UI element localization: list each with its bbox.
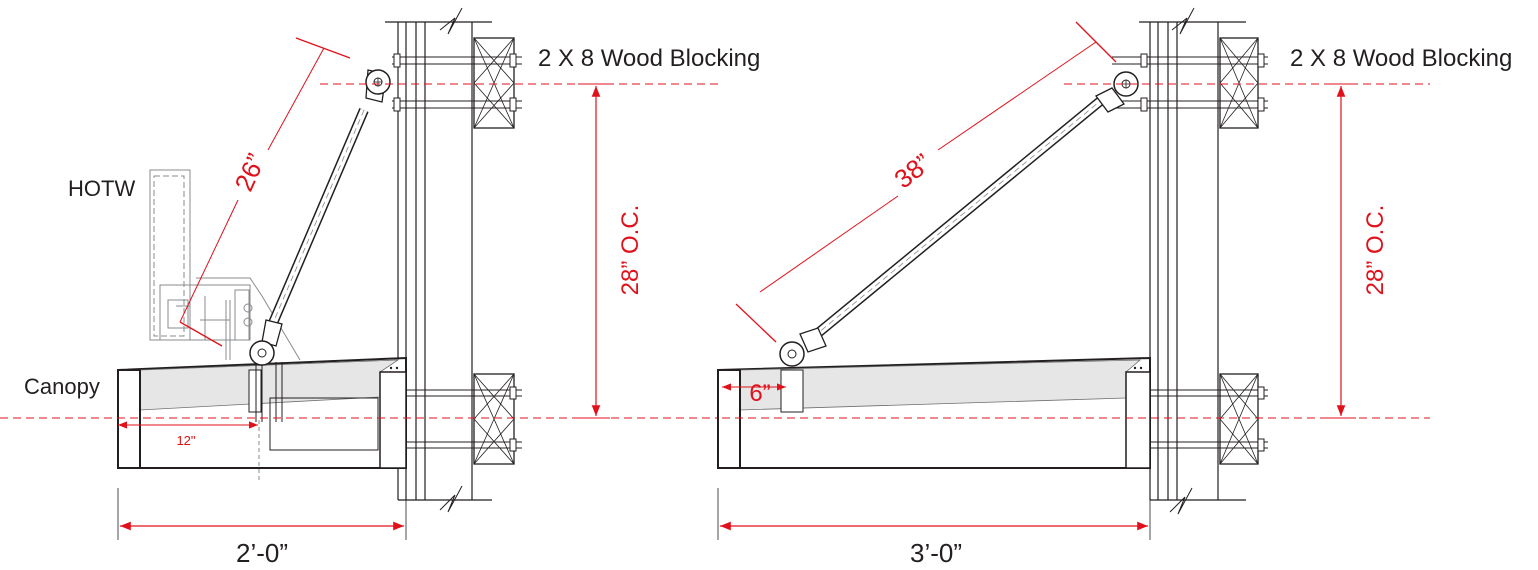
right-wall [1139, 7, 1246, 515]
right-blocking-label: 2 X 8 Wood Blocking [1290, 45, 1512, 72]
left-canopy-label: Canopy [24, 374, 100, 399]
right-spacing-label: 28” O.C. [1362, 205, 1389, 296]
left-spacing-label: 28” O.C. [617, 205, 644, 296]
left-projection-dimension [117, 488, 407, 540]
left-dimensions [0, 37, 720, 429]
left-offset-label: 12" [176, 433, 195, 448]
right-view: 2 X 8 Wood Blocking 38” 28” O.C. 6” 3’-0… [717, 7, 1512, 568]
left-projection-label: 2’-0” [236, 538, 288, 568]
right-support-arm [779, 71, 1139, 367]
left-hotw-label: HOTW [68, 176, 135, 201]
left-blocking-label: 2 X 8 Wood Blocking [538, 45, 760, 72]
left-arm-length-label: 26” [228, 149, 271, 196]
left-support-arm [249, 69, 391, 366]
left-through-bolts [370, 53, 522, 452]
right-wood-blocking [1219, 37, 1259, 465]
right-dimensions [722, 21, 1430, 419]
right-projection-label: 3’-0” [910, 538, 962, 568]
left-view: 2 X 8 Wood Blocking HOTW Canopy 26” 28” … [0, 7, 760, 568]
right-arm-length-label: 38” [888, 148, 936, 195]
right-offset-label: 6” [749, 380, 770, 407]
left-wood-blocking [473, 37, 515, 465]
right-canopy [717, 356, 1151, 469]
right-projection-dimension [717, 488, 1151, 540]
